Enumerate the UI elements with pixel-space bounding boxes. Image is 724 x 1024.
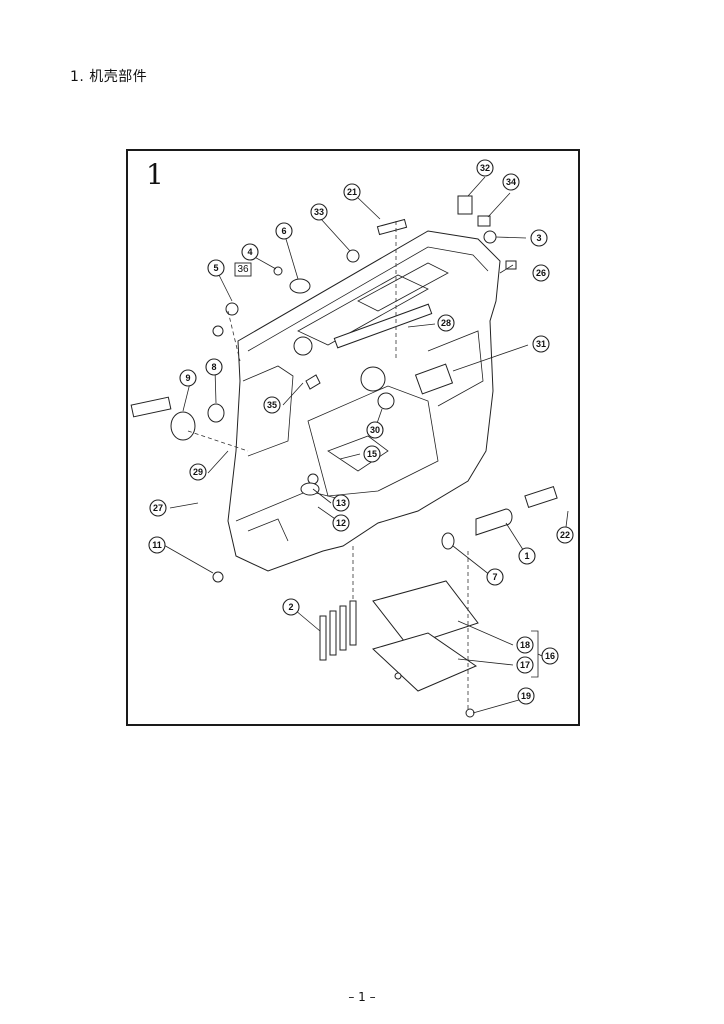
callout-27: 27 bbox=[149, 499, 167, 517]
callout-21: 21 bbox=[343, 183, 361, 201]
callout-30: 30 bbox=[366, 421, 384, 439]
callout-19: 19 bbox=[517, 687, 535, 705]
svg-text:32: 32 bbox=[480, 163, 490, 173]
callout-22: 22 bbox=[556, 526, 574, 544]
callout-13: 13 bbox=[332, 494, 350, 512]
svg-text:6: 6 bbox=[281, 226, 286, 236]
svg-text:17: 17 bbox=[520, 660, 530, 670]
parts-diagram-frame: 1 bbox=[126, 149, 580, 726]
callout-box-36: 36 bbox=[234, 262, 252, 277]
svg-text:28: 28 bbox=[441, 318, 451, 328]
callout-11: 11 bbox=[148, 536, 166, 554]
svg-text:33: 33 bbox=[314, 207, 324, 217]
callout-2: 2 bbox=[282, 598, 300, 616]
callout-12: 12 bbox=[332, 514, 350, 532]
svg-text:7: 7 bbox=[492, 572, 497, 582]
callout-7: 7 bbox=[486, 568, 504, 586]
svg-text:2: 2 bbox=[288, 602, 293, 612]
svg-text:29: 29 bbox=[193, 467, 203, 477]
callout-15: 15 bbox=[363, 445, 381, 463]
callout-26: 26 bbox=[532, 264, 550, 282]
svg-text:11: 11 bbox=[152, 540, 162, 550]
svg-text:26: 26 bbox=[536, 268, 546, 278]
callout-1: 1 bbox=[518, 547, 536, 565]
machine-housing-exploded-diagram: 32 34 21 33 3 26 6 4 36 5 28 31 8 9 35 3… bbox=[130, 159, 574, 718]
svg-text:4: 4 bbox=[247, 247, 252, 257]
callout-5: 5 bbox=[207, 259, 225, 277]
section-title: 1. 机壳部件 bbox=[70, 69, 148, 85]
svg-text:9: 9 bbox=[185, 373, 190, 383]
callout-16: 16 bbox=[541, 647, 559, 665]
callout-8: 8 bbox=[205, 358, 223, 376]
callout-32: 32 bbox=[476, 159, 494, 177]
callout-18: 18 bbox=[516, 636, 534, 654]
callout-34: 34 bbox=[502, 173, 520, 191]
callout-3: 3 bbox=[530, 229, 548, 247]
svg-text:3: 3 bbox=[536, 233, 541, 243]
svg-text:36: 36 bbox=[237, 264, 249, 275]
svg-text:34: 34 bbox=[506, 177, 516, 187]
machine-housing-body bbox=[227, 230, 501, 572]
loose-parts bbox=[130, 195, 558, 718]
svg-text:31: 31 bbox=[536, 339, 546, 349]
svg-text:15: 15 bbox=[367, 449, 377, 459]
callout-29: 29 bbox=[189, 463, 207, 481]
svg-text:35: 35 bbox=[267, 400, 277, 410]
page-number: – 1 – bbox=[348, 990, 376, 1004]
assembly-guide-lines bbox=[187, 221, 469, 711]
svg-text:8: 8 bbox=[211, 362, 216, 372]
figure-number: 1 bbox=[146, 158, 164, 191]
callout-4: 4 bbox=[241, 243, 259, 261]
callout-9: 9 bbox=[179, 369, 197, 387]
svg-text:22: 22 bbox=[560, 530, 570, 540]
svg-text:13: 13 bbox=[336, 498, 346, 508]
svg-text:5: 5 bbox=[213, 263, 218, 273]
callout-31: 31 bbox=[532, 335, 550, 353]
svg-text:27: 27 bbox=[153, 503, 163, 513]
callout-6: 6 bbox=[275, 222, 293, 240]
svg-text:21: 21 bbox=[347, 187, 357, 197]
callout-28: 28 bbox=[437, 314, 455, 332]
svg-text:12: 12 bbox=[336, 518, 346, 528]
callout-33: 33 bbox=[310, 203, 328, 221]
svg-text:1: 1 bbox=[524, 551, 529, 561]
svg-text:16: 16 bbox=[545, 651, 555, 661]
svg-text:18: 18 bbox=[520, 640, 530, 650]
callout-17: 17 bbox=[516, 656, 534, 674]
callout-35: 35 bbox=[263, 396, 281, 414]
svg-text:30: 30 bbox=[370, 425, 380, 435]
svg-text:19: 19 bbox=[521, 691, 531, 701]
